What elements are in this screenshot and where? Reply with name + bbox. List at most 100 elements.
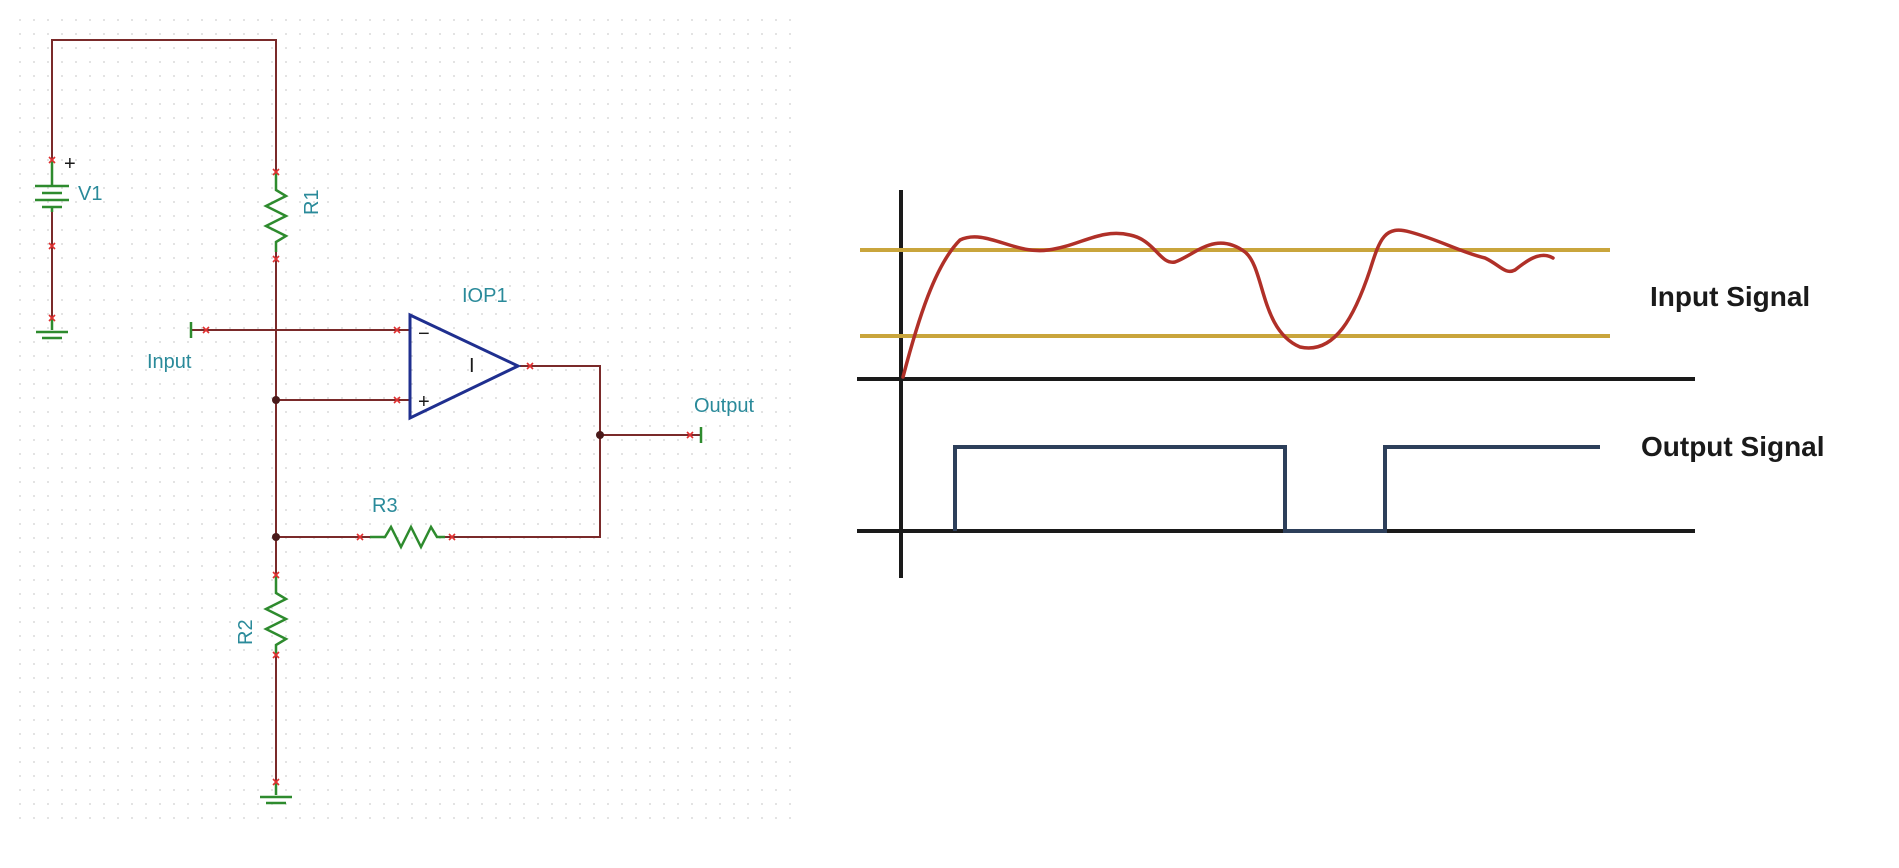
grid-dot xyxy=(257,61,259,63)
grid-dot xyxy=(551,131,553,133)
grid-dot xyxy=(229,425,231,427)
grid-dot xyxy=(747,145,749,147)
grid-dot xyxy=(635,649,637,651)
grid-dot xyxy=(593,467,595,469)
grid-dot xyxy=(453,817,455,819)
grid-dot xyxy=(243,159,245,161)
grid-dot xyxy=(117,565,119,567)
grid-dot xyxy=(201,159,203,161)
grid-dot xyxy=(19,131,21,133)
grid-dot xyxy=(663,425,665,427)
grid-dot xyxy=(579,579,581,581)
grid-dot xyxy=(397,803,399,805)
grid-dot xyxy=(509,495,511,497)
grid-dot xyxy=(33,621,35,623)
grid-dot xyxy=(761,677,763,679)
grid-dot xyxy=(397,355,399,357)
grid-dot xyxy=(89,145,91,147)
grid-dot xyxy=(397,467,399,469)
grid-dot xyxy=(103,425,105,427)
grid-dot xyxy=(621,117,623,119)
grid-dot xyxy=(691,663,693,665)
grid-dot xyxy=(397,649,399,651)
grid-dot xyxy=(215,537,217,539)
grid-dot xyxy=(159,705,161,707)
grid-dot xyxy=(33,481,35,483)
grid-dot xyxy=(229,719,231,721)
grid-dot xyxy=(607,621,609,623)
grid-dot xyxy=(495,369,497,371)
waveforms: Input Signal Output Signal xyxy=(857,190,1825,578)
grid-dot xyxy=(271,565,273,567)
grid-dot xyxy=(383,747,385,749)
grid-dot xyxy=(61,467,63,469)
grid-dot xyxy=(201,523,203,525)
grid-dot xyxy=(75,215,77,217)
grid-dot xyxy=(383,229,385,231)
grid-dot xyxy=(299,733,301,735)
grid-dot xyxy=(551,789,553,791)
grid-dot xyxy=(607,551,609,553)
grid-dot xyxy=(481,215,483,217)
grid-dot xyxy=(271,593,273,595)
grid-dot xyxy=(397,551,399,553)
grid-dot xyxy=(775,677,777,679)
grid-dot xyxy=(19,243,21,245)
grid-dot xyxy=(355,229,357,231)
grid-dot xyxy=(61,621,63,623)
grid-dot xyxy=(243,579,245,581)
grid-dot xyxy=(131,341,133,343)
grid-dot xyxy=(593,453,595,455)
grid-dot xyxy=(313,565,315,567)
grid-dot xyxy=(341,607,343,609)
grid-dot xyxy=(621,607,623,609)
grid-dot xyxy=(453,271,455,273)
grid-dot xyxy=(747,131,749,133)
grid-dot xyxy=(481,705,483,707)
grid-dot xyxy=(383,47,385,49)
grid-dot xyxy=(369,439,371,441)
grid-dot xyxy=(173,299,175,301)
grid-dot xyxy=(425,719,427,721)
grid-dot xyxy=(509,719,511,721)
label-iop1: IOP1 xyxy=(462,285,508,307)
grid-dot xyxy=(117,145,119,147)
grid-dot xyxy=(61,719,63,721)
grid-dot xyxy=(663,537,665,539)
grid-dot xyxy=(705,537,707,539)
grid-dot xyxy=(579,439,581,441)
grid-dot xyxy=(61,439,63,441)
pin-marker xyxy=(272,255,280,263)
grid-dot xyxy=(649,313,651,315)
grid-dot xyxy=(47,635,49,637)
grid-dot xyxy=(369,313,371,315)
grid-dot xyxy=(677,635,679,637)
grid-dot xyxy=(61,509,63,511)
wire-feedback xyxy=(445,366,601,538)
grid-dot xyxy=(551,733,553,735)
grid-dot xyxy=(131,383,133,385)
grid-dot xyxy=(579,523,581,525)
grid-dot xyxy=(453,705,455,707)
grid-dot xyxy=(117,47,119,49)
grid-dot xyxy=(33,229,35,231)
grid-dot xyxy=(747,789,749,791)
grid-dot xyxy=(117,271,119,273)
grid-dot xyxy=(733,47,735,49)
grid-dot xyxy=(355,509,357,511)
resistor-r2-zigzag xyxy=(263,575,289,655)
grid-dot xyxy=(593,33,595,35)
grid-dot xyxy=(439,75,441,77)
grid-dot xyxy=(481,313,483,315)
grid-dot xyxy=(607,383,609,385)
grid-dot xyxy=(425,439,427,441)
grid-dot xyxy=(621,593,623,595)
grid-dot xyxy=(201,551,203,553)
grid-dot xyxy=(719,817,721,819)
grid-dot xyxy=(89,341,91,343)
grid-dot xyxy=(383,103,385,105)
grid-dot xyxy=(481,327,483,329)
grid-dot xyxy=(719,341,721,343)
grid-dot xyxy=(523,593,525,595)
grid-dot xyxy=(565,439,567,441)
